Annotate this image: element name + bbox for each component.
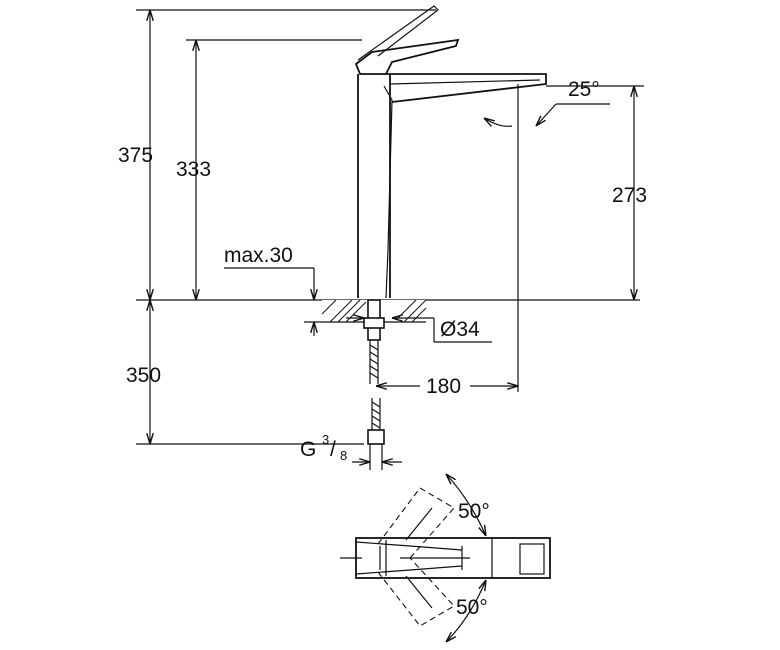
- dim-hose-length: 350: [126, 300, 364, 445]
- dim-spout-outlet-height: 273: [546, 85, 647, 300]
- svg-text:350: 350: [126, 364, 161, 387]
- spout-outline: [386, 73, 547, 103]
- svg-text:/: /: [330, 438, 336, 461]
- svg-text:25°: 25°: [568, 78, 600, 101]
- faucet-top-view: [340, 487, 551, 627]
- dim-spout-top-height: 333: [176, 39, 362, 300]
- svg-text:375: 375: [118, 144, 153, 167]
- svg-text:273: 273: [612, 184, 647, 207]
- svg-text:8: 8: [340, 448, 347, 463]
- deck-surface: [136, 299, 640, 323]
- dim-deck-thickness: max.30: [224, 244, 322, 336]
- mounting-shank: [363, 299, 385, 470]
- svg-text:G: G: [300, 438, 316, 461]
- faucet-side-view: [354, 5, 547, 299]
- svg-text:50°: 50°: [456, 596, 488, 619]
- svg-text:Ø34: Ø34: [440, 318, 480, 341]
- svg-text:180: 180: [426, 375, 461, 398]
- svg-text:3: 3: [322, 432, 329, 447]
- spout-facet-line: [389, 79, 541, 85]
- dim-hole-diameter: Ø34: [346, 318, 492, 343]
- svg-text:333: 333: [176, 158, 211, 181]
- dim-connection-thread: G 3 / 8: [300, 432, 402, 463]
- lever-rotated-right-outline: [377, 557, 455, 627]
- dim-total-height: 375: [118, 9, 436, 300]
- svg-text:50°: 50°: [458, 500, 490, 523]
- dim-lever-angle-top: 50°: [446, 474, 490, 536]
- lever-rotated-left-outline: [377, 487, 455, 559]
- dim-lever-angle-bottom: 50°: [446, 580, 488, 642]
- lever-outline: [354, 38, 460, 75]
- column-facet-line: [383, 85, 393, 299]
- lever-raised-outline: [357, 5, 439, 61]
- faucet-column: [357, 74, 391, 298]
- dim-spout-reach: 180: [376, 370, 518, 398]
- dim-spout-angle: 25°: [484, 78, 610, 126]
- svg-text:max.30: max.30: [224, 244, 293, 267]
